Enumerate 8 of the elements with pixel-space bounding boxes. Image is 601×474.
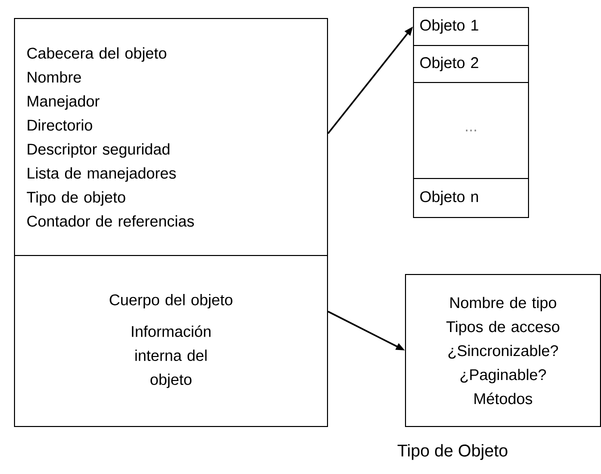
type-box: Nombre de tipo Tipos de acceso ¿Sincronizable? ¿Paginable? Métodos xyxy=(405,274,601,427)
table-cell: Objeto n xyxy=(413,178,529,218)
table-cell: ... xyxy=(413,82,529,179)
table-cell: Objeto 1 xyxy=(413,7,529,46)
table-cell: Objeto 2 xyxy=(413,45,529,83)
header-box: Cabecera del objeto Nombre Manejador Directorio Descriptor seguridad Lista de manejadores Tipo de objeto Contador de referencias xyxy=(14,18,328,256)
node-label: Tipo de Objeto xyxy=(398,444,508,460)
body-box: Cuerpo del objeto Información interna del objeto xyxy=(14,255,328,427)
